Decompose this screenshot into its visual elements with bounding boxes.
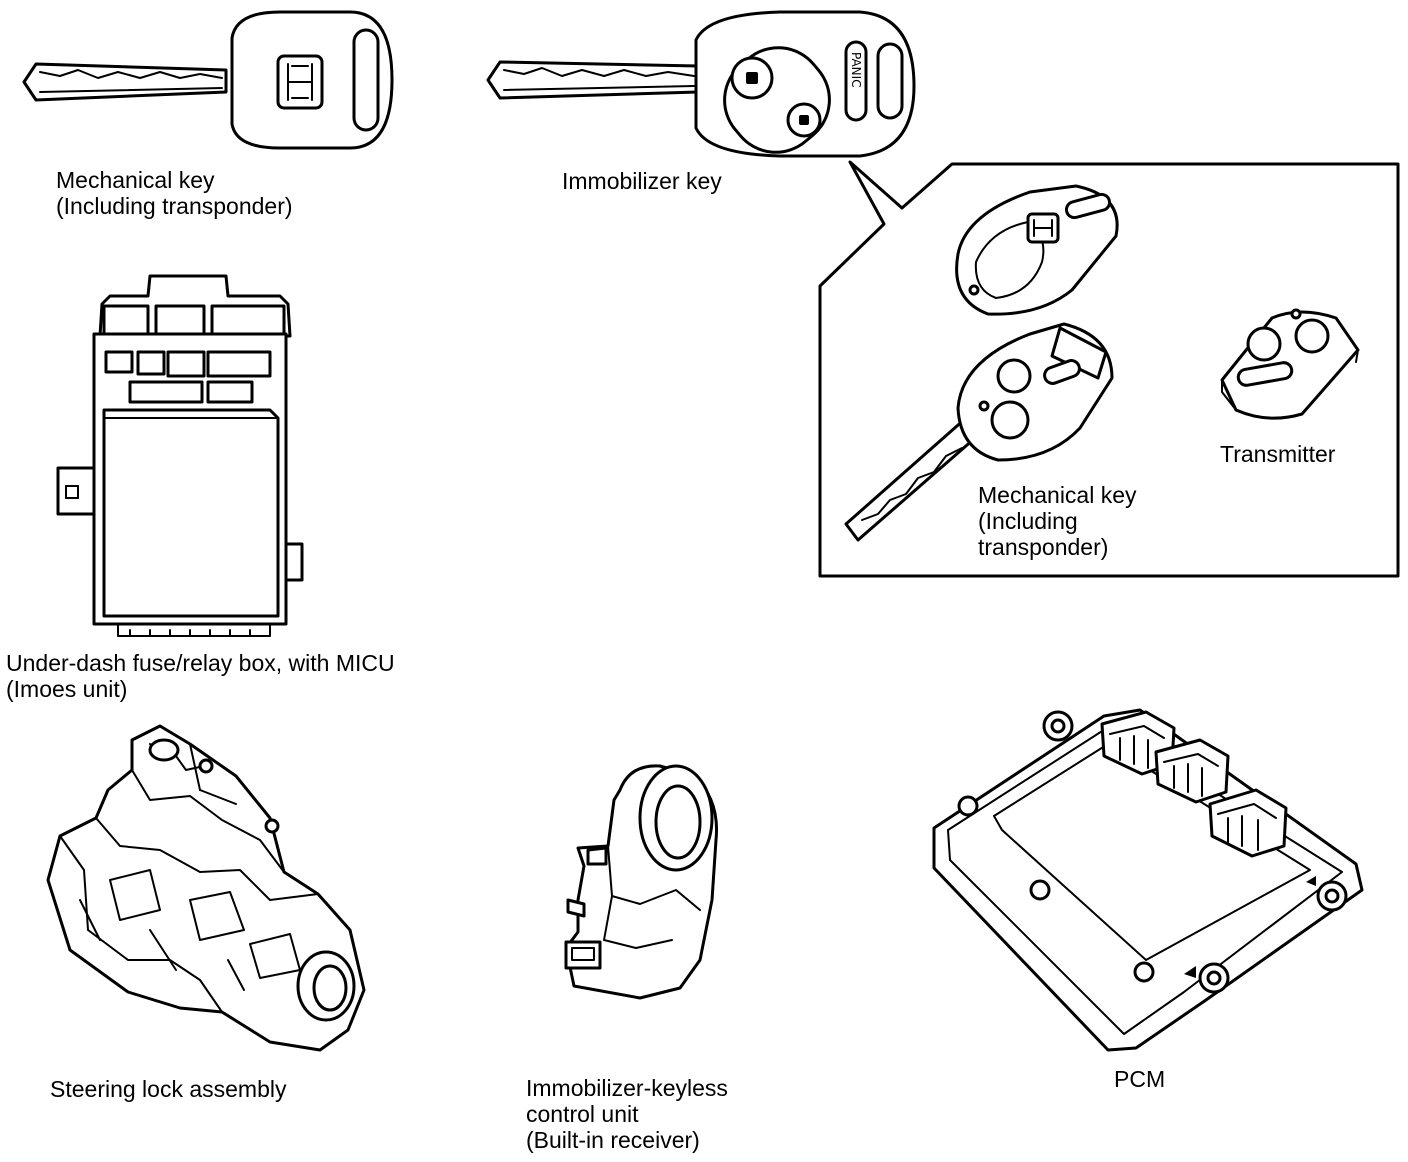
pcm-illustration — [932, 708, 1364, 1052]
fuse-box-label: Under-dash fuse/relay box, with MICU (Im… — [6, 650, 395, 702]
transmitter-label: Transmitter — [1220, 441, 1336, 467]
steering-lock-illustration — [46, 724, 366, 1052]
panic-button-text: PANIC — [849, 52, 863, 88]
mechanical-key-illustration — [22, 10, 394, 150]
fuse-relay-box-illustration — [56, 274, 304, 637]
pcm-connector-2 — [1154, 738, 1230, 804]
keyless-unit-label: Immobilizer-keyless control unit (Built-… — [526, 1075, 728, 1153]
immobilizer-key-label: Immobilizer key — [562, 168, 722, 194]
inset-callout — [818, 160, 1400, 578]
mechanical-key-label: Mechanical key (Including transponder) — [56, 167, 293, 219]
transmitter-cover-illustration — [955, 184, 1119, 316]
pcm-connector-3 — [1208, 788, 1288, 858]
steering-lock-label: Steering lock assembly — [50, 1076, 287, 1102]
transmitter-illustration — [1220, 308, 1360, 420]
immobilizer-keyless-unit-illustration — [564, 764, 719, 1000]
inset-mechanical-key-label: Mechanical key (Including transponder) — [978, 482, 1137, 560]
pcm-label: PCM — [1114, 1066, 1166, 1092]
immobilizer-key-illustration: PANIC — [486, 10, 916, 158]
inset-mechanical-key-illustration — [844, 322, 1114, 542]
